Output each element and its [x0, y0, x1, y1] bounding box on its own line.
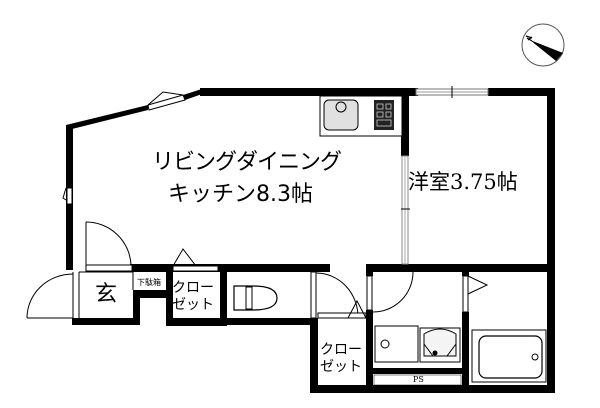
door-ldk-entrance: [85, 221, 133, 272]
ldk-label-line2: キッチン8.3帖: [168, 182, 313, 207]
closet-entrance-line1: クロー: [172, 280, 214, 296]
closet-lower-label: クロー ゼット: [320, 342, 368, 376]
closet-entrance-label: クロー ゼット: [172, 280, 220, 314]
pipe-space-label: PS: [413, 375, 424, 384]
sliding-door-ldk-western: [401, 155, 410, 265]
pipe-space: [373, 374, 462, 386]
ldk-label-line1: リビングダイニング: [152, 150, 342, 175]
bathroom-door: [462, 275, 489, 313]
exterior-walls: [66, 88, 555, 393]
closet-lower-line1: クロー: [320, 342, 362, 358]
window-top-western: [415, 86, 489, 98]
toilet-door: [310, 271, 367, 319]
shoe-box-label: 下駄箱: [137, 278, 161, 287]
bathtub: [471, 329, 547, 383]
compass-icon: [521, 23, 565, 67]
closet-entrance-line2: ゼット: [172, 297, 214, 313]
window-left-ldk: [62, 187, 73, 205]
front-door: [26, 271, 134, 319]
washing-machine-pan: [374, 325, 419, 363]
window-slanted-ldk: [147, 91, 186, 111]
closet-entrance-door: [172, 248, 219, 272]
entrance-label: 玄: [95, 282, 118, 307]
washbasin: [419, 327, 461, 363]
kitchen-counter: [319, 95, 403, 137]
closet-lower-line2: ゼット: [320, 359, 362, 375]
toilet: [233, 285, 278, 311]
washroom-door: [366, 271, 414, 313]
western-room-label: 洋室3.75帖: [408, 170, 518, 194]
